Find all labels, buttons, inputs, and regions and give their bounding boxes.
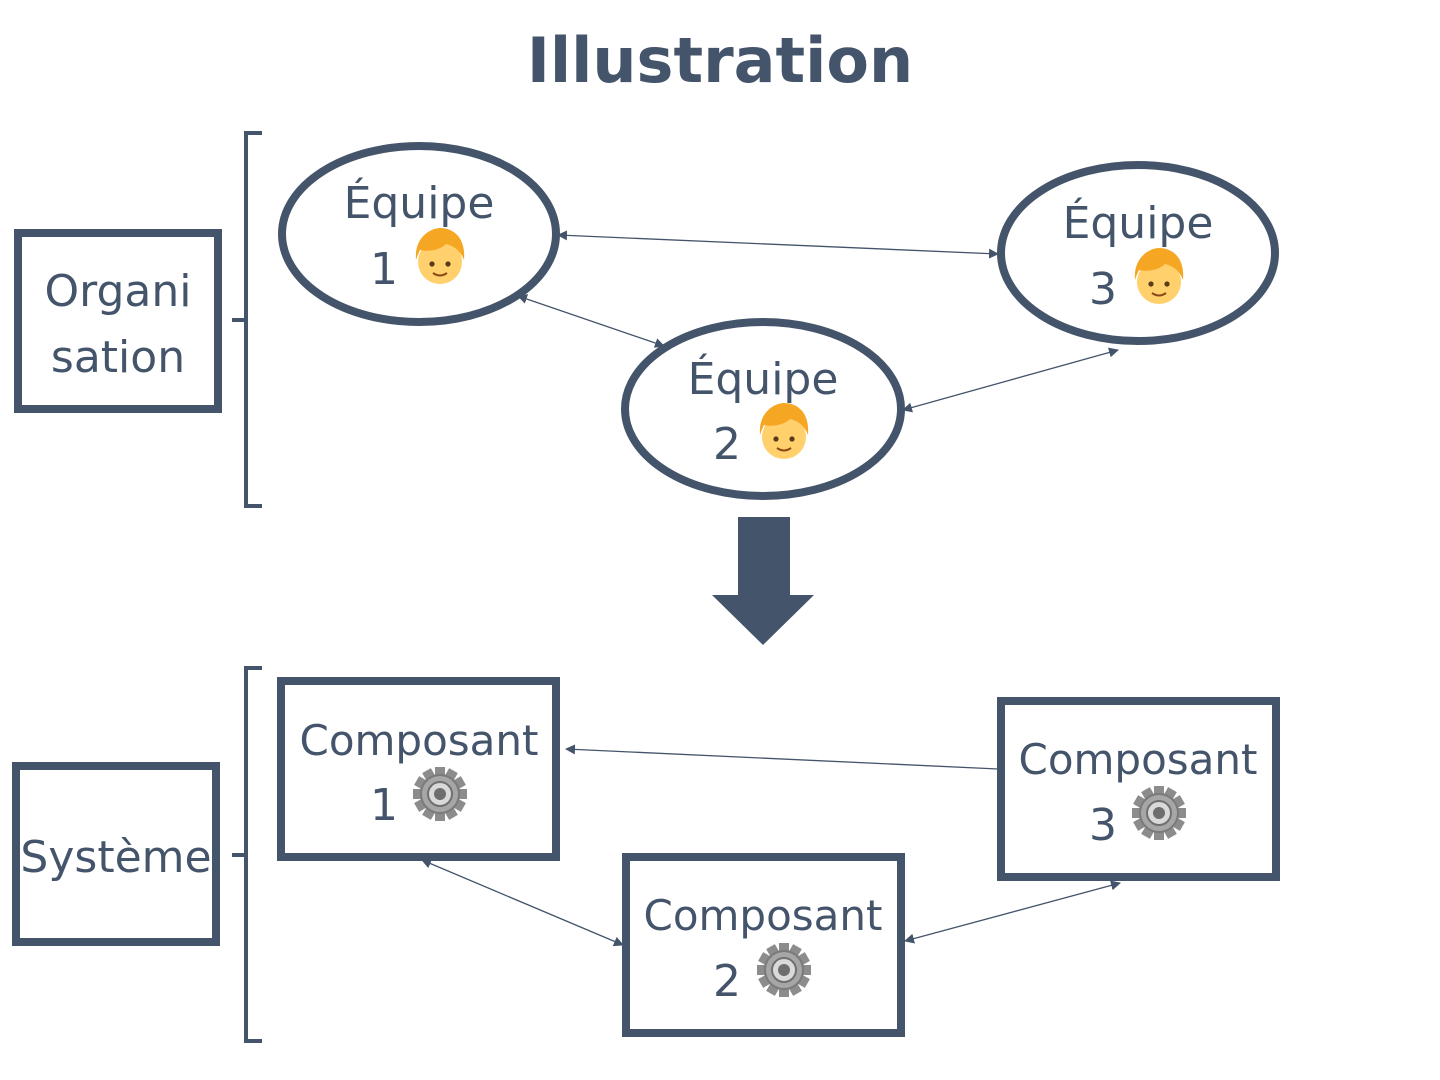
component-3-node: Composant 3	[997, 697, 1280, 881]
page-title: Illustration	[527, 24, 913, 97]
organisation-label-line2: sation	[51, 332, 185, 383]
child-icon	[1133, 247, 1185, 305]
team-3-number: 3	[1089, 264, 1117, 315]
team-1-word: Équipe	[344, 176, 495, 229]
team-1-number: 1	[370, 244, 398, 295]
component-2-number: 2	[713, 956, 741, 1007]
team-2-word: Équipe	[688, 352, 839, 405]
child-icon	[414, 227, 466, 285]
link-team1-team3	[557, 230, 999, 259]
component-1-number: 1	[370, 780, 398, 831]
systeme-label-box: Système	[12, 762, 220, 946]
link-team2-team3	[902, 347, 1119, 413]
component-1-node: Composant 1	[277, 677, 560, 861]
team-3-node: Équipe 3	[997, 161, 1279, 345]
link-comp2-comp3	[904, 880, 1121, 944]
team-1-node: Équipe 1	[278, 142, 560, 326]
team-3-word: Équipe	[1063, 196, 1214, 249]
transition-down-arrow	[712, 517, 814, 645]
organisation-bracket	[232, 131, 262, 508]
organisation-label-line1: Organi	[45, 266, 192, 317]
component-1-word: Composant	[300, 716, 539, 765]
link-comp3-comp1	[565, 744, 999, 770]
component-2-node: Composant 2	[622, 853, 905, 1037]
systeme-bracket	[232, 666, 262, 1043]
team-2-node: Équipe 2	[621, 318, 905, 500]
organisation-label-box: Organi sation	[14, 229, 222, 413]
team-2-number: 2	[713, 419, 741, 470]
child-icon	[758, 402, 810, 460]
systeme-label: Système	[20, 832, 211, 883]
component-2-word: Composant	[644, 891, 883, 940]
component-3-word: Composant	[1019, 735, 1258, 784]
link-team1-team2	[517, 294, 665, 348]
component-3-number: 3	[1089, 800, 1117, 851]
link-comp1-comp2	[421, 858, 624, 947]
